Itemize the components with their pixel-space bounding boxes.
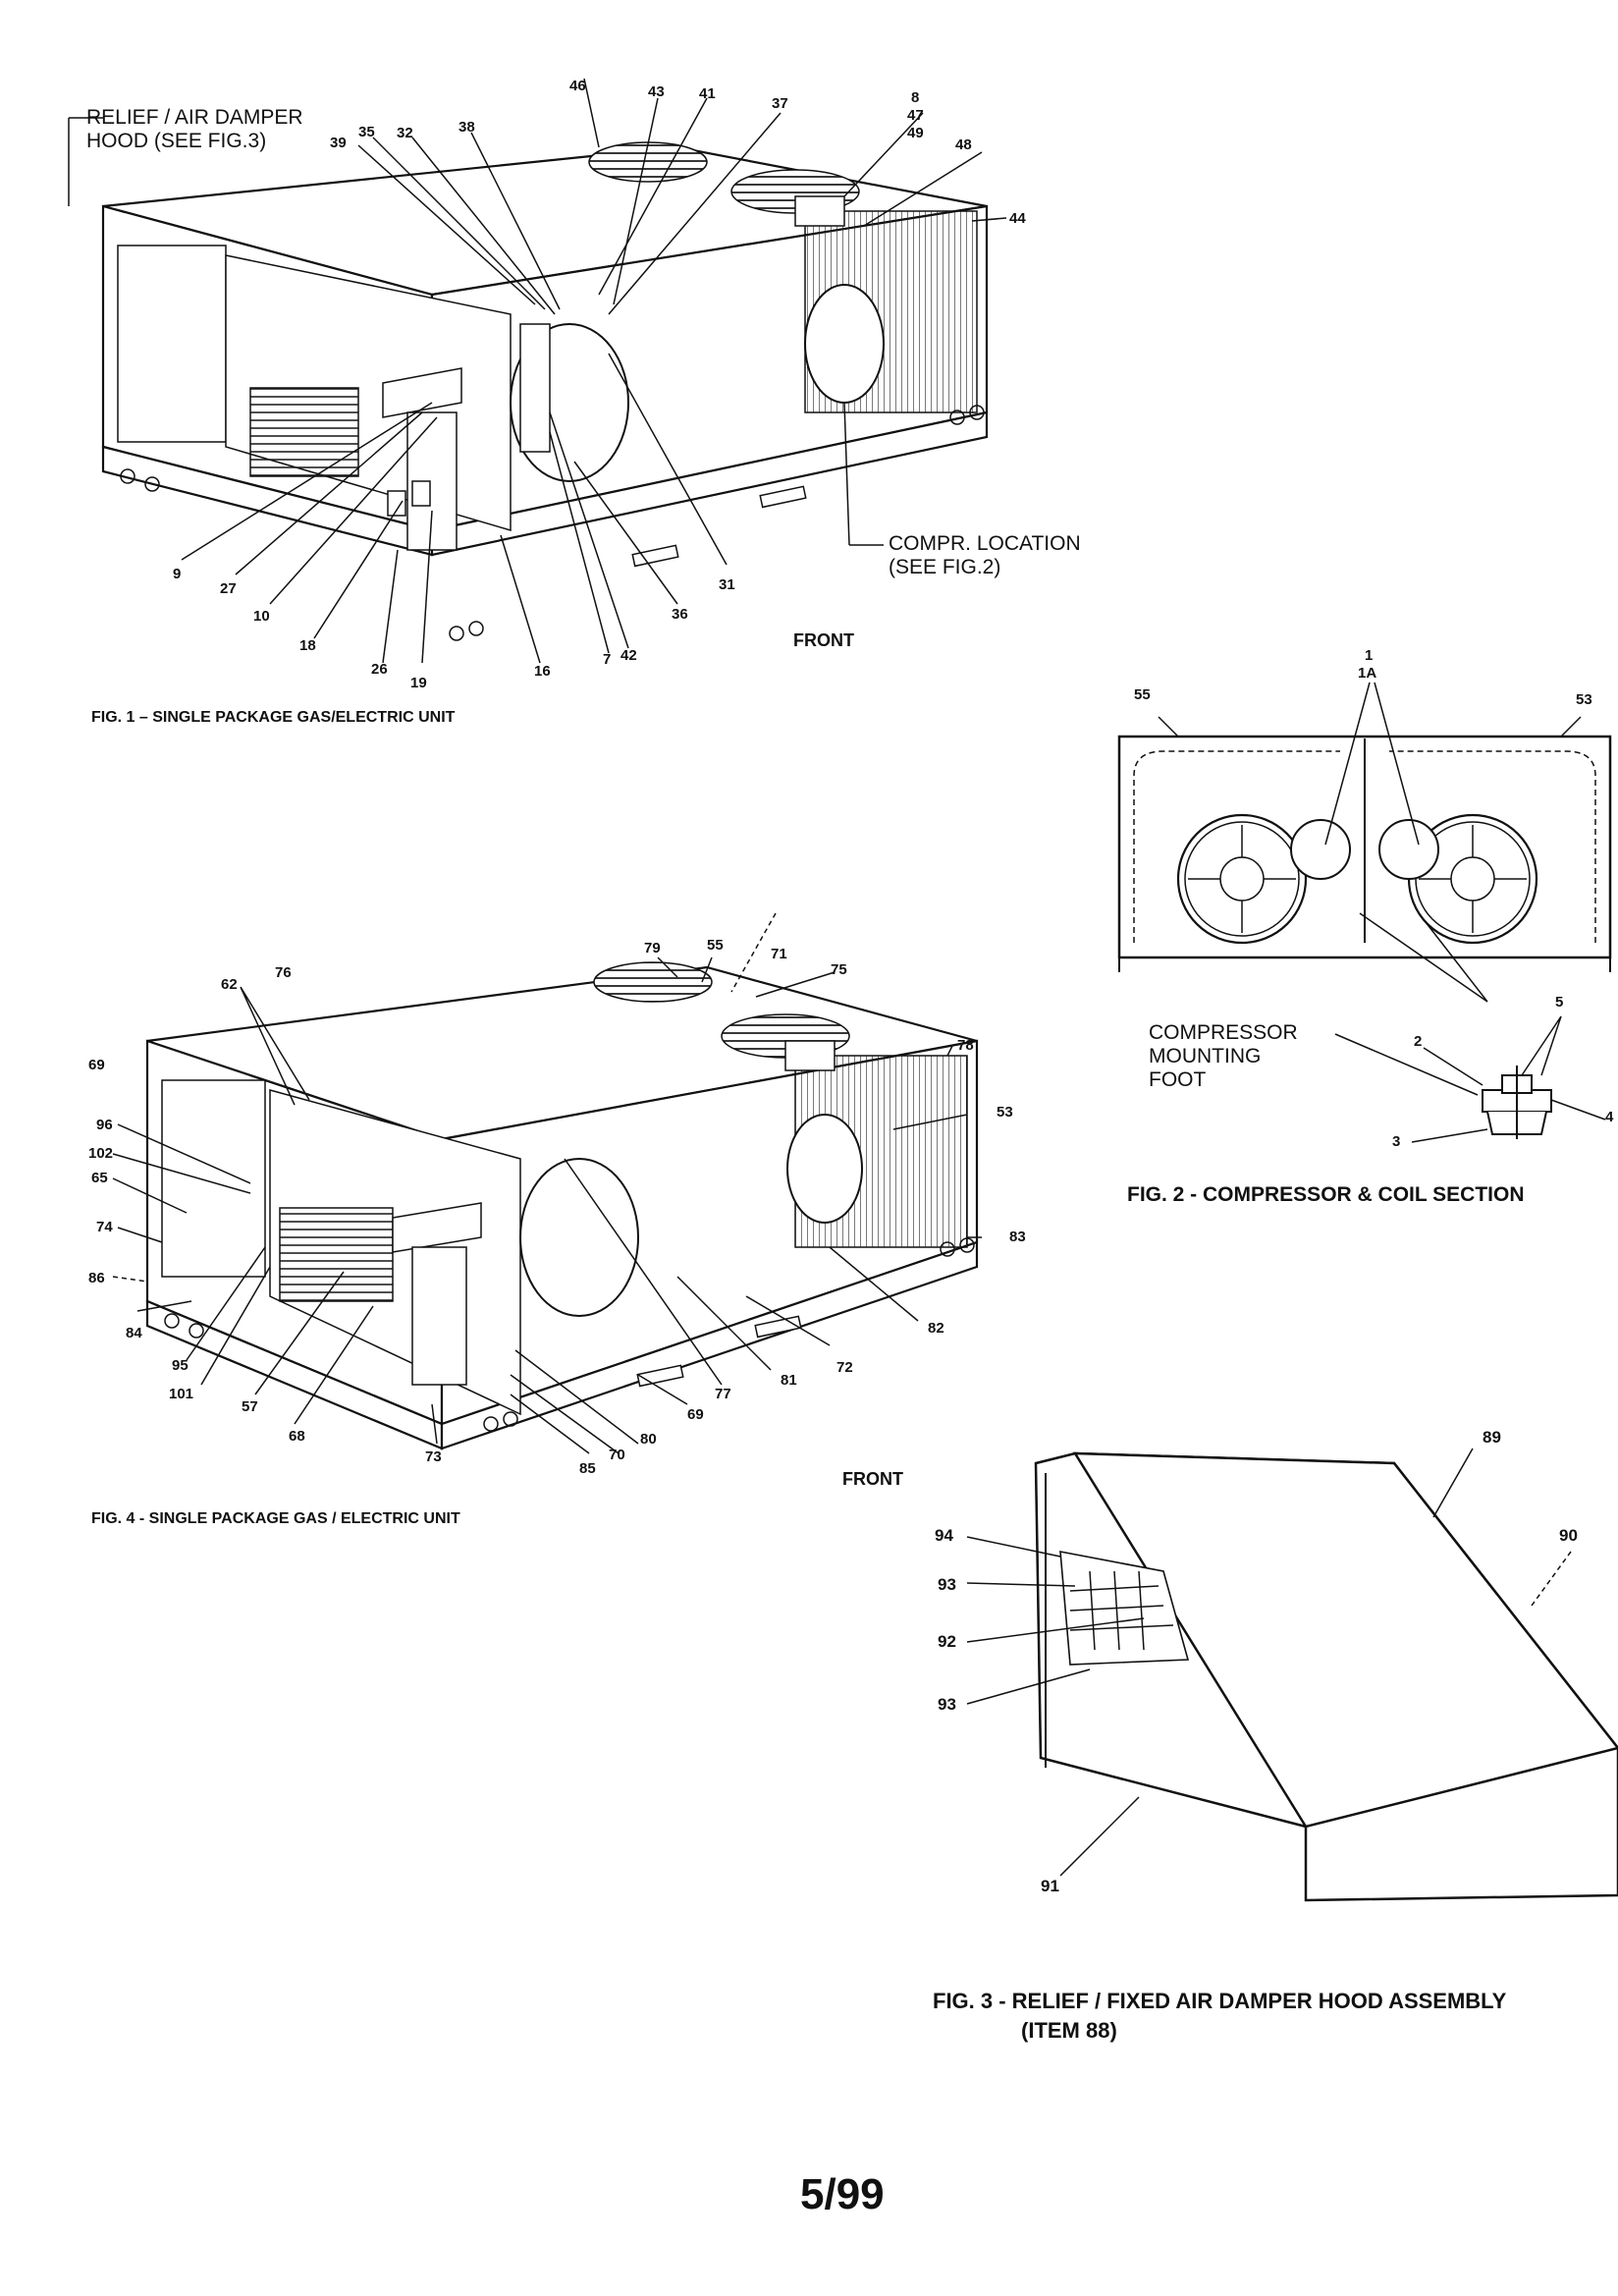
callout: 83 xyxy=(1009,1229,1026,1245)
callout: 37 xyxy=(772,95,788,112)
callout: 75 xyxy=(831,961,847,978)
callout: 27 xyxy=(220,580,237,597)
callout: 84 xyxy=(126,1325,142,1341)
callout: 79 xyxy=(644,940,661,957)
fig3-caption-line2: (ITEM 88) xyxy=(1021,2018,1117,2043)
fig2-compressor-drawing xyxy=(1117,682,1612,1143)
callout: 26 xyxy=(371,661,388,678)
callout: 4 xyxy=(1605,1109,1614,1125)
fig1-unit-drawing xyxy=(68,78,1007,664)
compr-location-note-line1: COMPR. LOCATION xyxy=(889,532,1081,555)
mounting-foot-note-line2: MOUNTING xyxy=(1149,1045,1262,1067)
fig1-caption: FIG. 1 – SINGLE PACKAGE GAS/ELECTRIC UNI… xyxy=(91,709,456,726)
callout: 53 xyxy=(997,1104,1013,1121)
callout: 62 xyxy=(221,976,238,993)
callout: 80 xyxy=(640,1431,657,1448)
callout: 81 xyxy=(781,1372,797,1389)
callout: 7 xyxy=(603,651,612,668)
callout: 44 xyxy=(1009,210,1026,227)
callout: 102 xyxy=(88,1145,114,1162)
callout: 76 xyxy=(275,964,292,981)
callout: 48 xyxy=(955,137,972,153)
callout: 10 xyxy=(253,608,270,625)
callout: 74 xyxy=(96,1219,113,1235)
callout: 86 xyxy=(88,1270,105,1286)
relief-hood-note-line1: RELIEF / AIR DAMPER xyxy=(86,106,303,129)
relief-hood-note-line2: HOOD (SEE FIG.3) xyxy=(86,130,267,152)
fig4-unit-drawing xyxy=(112,912,982,1454)
callout: 101 xyxy=(169,1386,194,1402)
fig3-caption-line1: FIG. 3 - RELIEF / FIXED AIR DAMPER HOOD … xyxy=(933,1989,1507,2013)
mounting-foot-note-line1: COMPRESSOR xyxy=(1149,1021,1298,1044)
callout: 68 xyxy=(289,1428,305,1445)
callout: 73 xyxy=(425,1449,442,1465)
fig4-front-label: FRONT xyxy=(842,1469,903,1489)
callout: 90 xyxy=(1559,1526,1578,1545)
callout: 72 xyxy=(836,1359,853,1376)
callout: 47 xyxy=(907,107,924,124)
callout: 5 xyxy=(1555,994,1564,1011)
fig2-caption: FIG. 2 - COMPRESSOR & COIL SECTION xyxy=(1127,1183,1525,1206)
callout: 71 xyxy=(771,946,787,962)
callout: 69 xyxy=(88,1057,105,1073)
callout: 3 xyxy=(1392,1133,1401,1150)
callout: 69 xyxy=(687,1406,704,1423)
callout: 92 xyxy=(938,1632,956,1651)
fig1-front-label: FRONT xyxy=(793,630,854,650)
callout: 57 xyxy=(242,1398,258,1415)
callout: 35 xyxy=(358,124,375,140)
callout: 91 xyxy=(1041,1877,1059,1895)
compr-location-note-line2: (SEE FIG.2) xyxy=(889,556,1001,578)
callout: 16 xyxy=(534,663,551,680)
callout: 32 xyxy=(397,125,413,141)
callout: 94 xyxy=(935,1526,953,1545)
callout: 55 xyxy=(1134,686,1151,703)
callout: 38 xyxy=(458,119,475,136)
callout: 96 xyxy=(96,1117,113,1133)
callout: 95 xyxy=(172,1357,189,1374)
callout: 70 xyxy=(609,1447,625,1463)
callout: 8 xyxy=(911,89,920,106)
callout: 2 xyxy=(1414,1033,1423,1050)
callout: 77 xyxy=(715,1386,731,1402)
fig4-caption: FIG. 4 - SINGLE PACKAGE GAS / ELECTRIC U… xyxy=(91,1510,460,1527)
callout: 18 xyxy=(299,637,316,654)
callout: 1 xyxy=(1365,647,1374,664)
callout: 65 xyxy=(91,1170,108,1186)
callout: 89 xyxy=(1483,1428,1501,1447)
callout: 85 xyxy=(579,1460,596,1477)
callout: 36 xyxy=(672,606,688,623)
mounting-foot-note-line3: FOOT xyxy=(1149,1068,1207,1091)
callout: 43 xyxy=(648,83,665,100)
callout: 1A xyxy=(1358,665,1377,682)
fig3-hood-drawing xyxy=(966,1448,1618,1902)
callout: 42 xyxy=(620,647,637,664)
callout: 19 xyxy=(410,675,427,691)
callout: 93 xyxy=(938,1575,956,1594)
callout: 49 xyxy=(907,125,924,141)
callout: 31 xyxy=(719,576,735,593)
callout: 55 xyxy=(707,937,724,954)
callout: 9 xyxy=(173,566,182,582)
callout: 82 xyxy=(928,1320,944,1337)
callout: 53 xyxy=(1576,691,1592,708)
callout: 93 xyxy=(938,1695,956,1714)
callout: 41 xyxy=(699,85,716,102)
callout: 39 xyxy=(330,135,347,151)
callout: 78 xyxy=(957,1037,974,1054)
callout: 46 xyxy=(569,78,586,94)
page-number: 5/99 xyxy=(800,2170,885,2218)
